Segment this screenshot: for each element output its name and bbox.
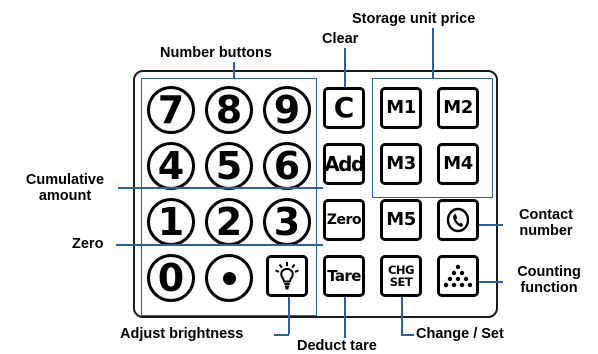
key-0[interactable]: 0	[147, 254, 195, 302]
storage-price-group	[372, 78, 493, 198]
label-change-set: Change / Set	[416, 326, 504, 342]
m3-button[interactable]: M3	[380, 143, 422, 185]
label-counting-function: Counting function	[506, 264, 592, 296]
key-2[interactable]: 2	[205, 198, 253, 246]
clear-button[interactable]: C	[323, 87, 365, 129]
label-number-buttons: Number buttons	[160, 45, 272, 61]
key-5[interactable]: 5	[205, 142, 253, 190]
contact-button[interactable]	[437, 199, 479, 241]
key-9[interactable]: 9	[263, 86, 311, 134]
m4-button[interactable]: M4	[437, 143, 479, 185]
leader-brightness-h	[274, 334, 289, 336]
light-bulb-icon	[272, 260, 302, 292]
key-3[interactable]: 3	[263, 198, 311, 246]
leader-cumulative	[118, 187, 323, 189]
label-contact-line1: Contact	[519, 207, 573, 223]
number-buttons-group	[141, 78, 317, 316]
label-contact-number: Contact number	[506, 207, 586, 239]
leader-change-set-v	[401, 297, 403, 334]
change-set-button[interactable]: CHG SET	[380, 255, 422, 297]
leader-change-set-h	[401, 334, 414, 336]
add-button[interactable]: Add	[323, 143, 365, 185]
tare-button[interactable]: Tare	[323, 255, 365, 297]
leader-zero	[116, 244, 323, 246]
label-counting-line1: Counting	[517, 264, 581, 280]
label-deduct-tare: Deduct tare	[297, 338, 377, 354]
chg-label: CHG	[387, 262, 415, 277]
dot-triangle-icon	[443, 263, 473, 289]
key-6[interactable]: 6	[263, 142, 311, 190]
label-counting-line2: function	[520, 280, 578, 296]
leader-brightness-v	[288, 297, 290, 334]
m2-button[interactable]: M2	[437, 87, 479, 129]
brightness-button[interactable]	[266, 255, 308, 297]
label-zero: Zero	[72, 236, 104, 252]
label-cumulative-line1: Cumulative	[25, 172, 105, 188]
key-7[interactable]: 7	[147, 86, 195, 134]
decimal-point-dot	[222, 271, 236, 285]
m5-button[interactable]: M5	[380, 199, 422, 241]
leader-contact	[479, 224, 503, 226]
leader-number-buttons	[233, 62, 235, 78]
zero-button[interactable]: Zero	[323, 199, 365, 241]
label-cumulative-amount: Cumulative amount	[10, 172, 120, 204]
leader-tare	[344, 297, 346, 338]
key-1[interactable]: 1	[147, 198, 195, 246]
label-contact-line2: number	[519, 223, 573, 239]
leader-counting	[479, 281, 503, 283]
leader-clear	[344, 48, 346, 87]
set-label: SET	[389, 275, 413, 289]
label-storage-unit-price: Storage unit price	[352, 11, 476, 27]
label-adjust-brightness: Adjust brightness	[120, 326, 244, 342]
label-clear: Clear	[322, 31, 359, 47]
phone-handset-icon	[444, 206, 472, 234]
label-cumulative-line2: amount	[38, 188, 92, 204]
leader-storage-price	[432, 28, 434, 78]
key-8[interactable]: 8	[205, 86, 253, 134]
key-decimal-point[interactable]	[205, 254, 253, 302]
m1-button[interactable]: M1	[380, 87, 422, 129]
key-4[interactable]: 4	[147, 142, 195, 190]
counting-button[interactable]	[437, 255, 479, 297]
